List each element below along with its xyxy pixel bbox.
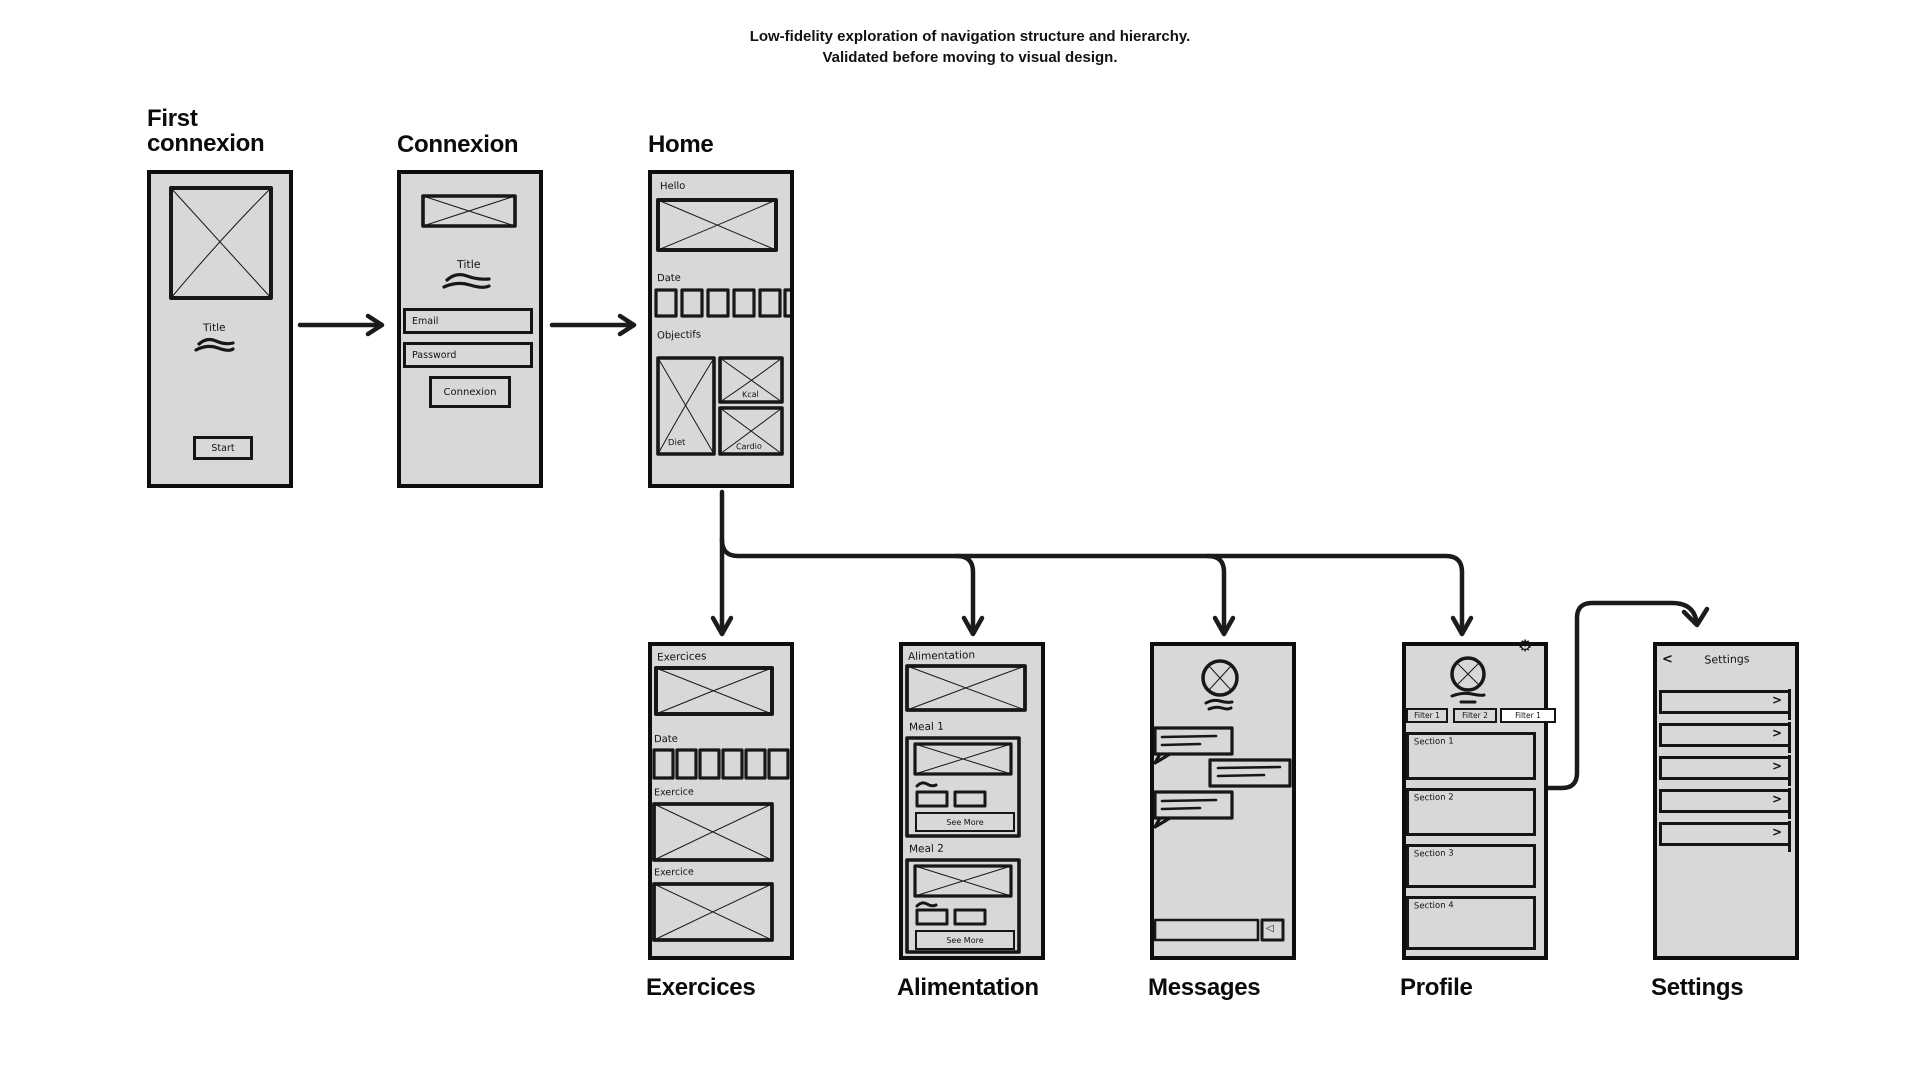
home-tile-cardio-label: Cardio	[735, 441, 762, 452]
settings-row-3: >	[1659, 755, 1791, 786]
title-first-line: First	[147, 105, 198, 132]
screen-profile: ⚙ Filter 1 Filter 2 Filter 1 Section 1 S…	[1402, 638, 1556, 960]
home-tile-diet-label: Diet	[667, 437, 686, 449]
see-more-button-1: See More	[915, 812, 1015, 832]
exercice-label-1: Exercice	[653, 786, 694, 799]
settings-row-5: >	[1659, 821, 1791, 852]
first-connexion-title-text: Title	[202, 321, 226, 335]
see-more-button-2: See More	[915, 930, 1015, 950]
screen-alimentation: Alimentation Meal 1 See More Meal 2 See …	[899, 642, 1045, 960]
password-field: Password	[403, 342, 533, 368]
chevron-right-icon: >	[1771, 792, 1782, 806]
screen-home: Hello Date Objectifs Diet Kcal Cardio	[648, 170, 794, 488]
chevron-right-icon: >	[1771, 693, 1782, 707]
home-tile-kcal-label: Kcal	[741, 389, 759, 400]
chevron-right-icon: >	[1771, 825, 1782, 839]
email-field: Email	[403, 308, 533, 334]
alimentation-sketch	[905, 664, 1027, 954]
section-1-label: Section 1	[1413, 736, 1454, 748]
meal-card-1	[905, 736, 1021, 838]
section-3-label: Section 3	[1413, 848, 1454, 860]
screen-first-connexion: Title Start	[147, 170, 293, 488]
hero-image-placeholder	[654, 666, 774, 716]
avatar-placeholder	[1450, 656, 1486, 704]
footer-label-messages: Messages	[1148, 974, 1261, 1001]
title-connexion-line: connexion	[147, 129, 265, 157]
connexion-sketch	[421, 194, 517, 289]
avatar-placeholder	[1201, 659, 1239, 711]
title-underline-scribble	[194, 337, 235, 352]
message-bubble-right	[1208, 758, 1292, 788]
date-squares	[654, 288, 790, 318]
title-underline-scribble	[442, 273, 491, 289]
profile-section-2: Section 2	[1406, 788, 1536, 836]
section-2-label: Section 2	[1413, 792, 1454, 804]
home-sketch	[654, 198, 790, 456]
footer-label-exercices: Exercices	[646, 974, 756, 1001]
chevron-right-icon: >	[1771, 726, 1782, 740]
meal-2-label: Meal 2	[908, 842, 945, 856]
start-button: Start	[193, 436, 253, 460]
first-connexion-sketch	[169, 186, 273, 352]
section-4-label: Section 4	[1413, 900, 1454, 912]
filter-chip-3: Filter 1	[1500, 708, 1556, 723]
date-squares	[652, 748, 790, 780]
exercise-image-placeholder-1	[652, 802, 774, 862]
settings-row-1: >	[1659, 689, 1791, 720]
exercices-header: Exercices	[656, 650, 707, 664]
screen-title-first-connexion: First connexion	[147, 105, 265, 157]
profile-section-3: Section 3	[1406, 844, 1536, 888]
diagram-caption: Low-fidelity exploration of navigation s…	[460, 26, 1480, 68]
kcal-tile-placeholder	[718, 356, 784, 404]
meal-1-label: Meal 1	[908, 720, 945, 734]
image-placeholder	[421, 194, 517, 228]
footer-label-settings: Settings	[1651, 974, 1744, 1001]
message-input-bar	[1154, 918, 1285, 942]
filter-chip-2: Filter 2	[1453, 708, 1497, 723]
meal-card-2	[905, 858, 1021, 954]
home-objectifs-label: Objectifs	[656, 329, 702, 342]
screen-messages: ◁	[1150, 642, 1296, 960]
hero-image-placeholder	[905, 664, 1027, 712]
settings-row-2: >	[1659, 722, 1791, 753]
exercices-date-label: Date	[653, 733, 679, 746]
send-icon: ◁	[1266, 923, 1274, 934]
caption-line-1: Low-fidelity exploration of navigation s…	[749, 28, 1191, 45]
hero-image-placeholder	[656, 198, 778, 252]
exercice-label-2: Exercice	[653, 866, 694, 879]
profile-section-1: Section 1	[1406, 732, 1536, 780]
footer-label-alimentation: Alimentation	[897, 974, 1039, 1001]
chevron-right-icon: >	[1771, 759, 1782, 773]
image-placeholder	[169, 186, 273, 300]
profile-section-4: Section 4	[1406, 896, 1536, 950]
screen-title-home: Home	[648, 131, 714, 158]
cardio-tile-placeholder	[718, 406, 784, 456]
diet-tile-placeholder	[656, 356, 716, 456]
profile-sketch	[1450, 656, 1486, 704]
messages-sketch	[1154, 659, 1292, 942]
alimentation-header: Alimentation	[907, 649, 976, 663]
home-date-label: Date	[656, 272, 682, 285]
screen-title-connexion: Connexion	[397, 131, 519, 158]
caption-line-2: Validated before moving to visual design…	[822, 49, 1118, 66]
gear-icon: ⚙	[1518, 636, 1533, 655]
footer-label-profile: Profile	[1400, 974, 1473, 1001]
connexion-title-text: Title	[456, 257, 481, 272]
exercise-image-placeholder-2	[652, 882, 774, 942]
settings-header: Settings	[1704, 652, 1750, 667]
exercices-sketch	[652, 666, 790, 942]
screen-settings: < Settings > > > > >	[1653, 642, 1799, 960]
screen-connexion: Title Email Password Connexion	[397, 170, 543, 488]
filter-chip-1: Filter 1	[1406, 708, 1448, 723]
connexion-button: Connexion	[429, 376, 511, 408]
home-greeting: Hello	[659, 180, 686, 193]
message-bubble-left-2	[1154, 790, 1234, 829]
settings-row-4: >	[1659, 788, 1791, 819]
message-bubble-left-1	[1154, 726, 1234, 765]
back-chevron-icon: <	[1662, 652, 1673, 667]
screen-exercices: Exercices Date Exercice Exercice	[648, 642, 794, 960]
